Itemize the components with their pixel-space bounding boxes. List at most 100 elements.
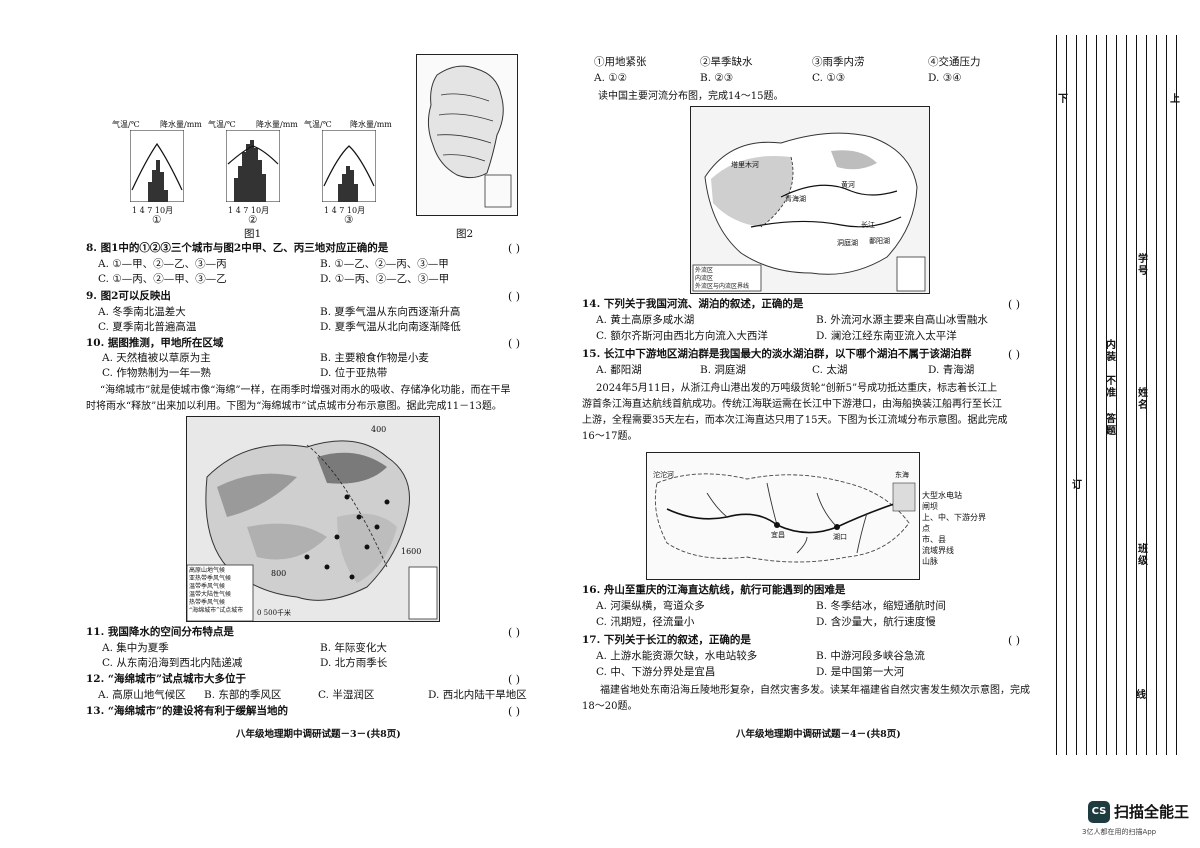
- q8-option-a[interactable]: A. ①—甲、②—乙、③—丙: [98, 258, 227, 270]
- sidebar-char: 级: [1138, 556, 1148, 567]
- sidebar-char: 班: [1138, 544, 1148, 555]
- climate-chart-3: 气温/℃ 降水量/mm 1 4 7 10月 ③: [304, 118, 392, 228]
- month-labels: 1 4 7 10月: [324, 206, 366, 215]
- q8-option-d[interactable]: D. ①—丙、②—乙、③—甲: [320, 273, 450, 285]
- answer-paren-17[interactable]: ( ): [1008, 634, 1021, 647]
- q11-option-b[interactable]: B. 年际变化大: [320, 642, 387, 654]
- q12-option-d[interactable]: D. 西北内陆干旱地区: [428, 689, 527, 701]
- q14-option-b[interactable]: B. 外流河水源主要来自高山冰雪融水: [816, 314, 988, 326]
- intro-fujian-line-2: 18～20题。: [582, 701, 638, 712]
- legend-item: 亚热带季风气候: [189, 575, 232, 582]
- sidebar-char: 订: [1072, 480, 1082, 491]
- qinghai-label: 青海湖: [785, 195, 806, 203]
- q17-option-b[interactable]: B. 中游河段多峡谷急流: [816, 650, 925, 662]
- q14-option-a[interactable]: A. 黄土高原多咸水湖: [596, 314, 695, 326]
- answer-paren-14[interactable]: ( ): [1008, 298, 1021, 311]
- answer-paren-11[interactable]: ( ): [508, 626, 521, 639]
- binding-line: [1066, 35, 1067, 755]
- answer-paren-10[interactable]: ( ): [508, 337, 521, 350]
- temp-axis-label: 气温/℃: [208, 120, 236, 129]
- legend-item: “海绵城市”试点城市: [189, 607, 244, 614]
- legend-item: 市、县: [922, 535, 946, 544]
- legend-item: 温带大陆性气候: [189, 591, 232, 598]
- intro-yangtze-line-2: 游首条江海直达航线首航成功。传统江海联运需在长江中下游港口，由海船换装江船再行至…: [582, 399, 1002, 410]
- answer-paren-9[interactable]: ( ): [508, 290, 521, 303]
- q17-option-a[interactable]: A. 上游水能资源欠缺，水电站较多: [596, 650, 758, 662]
- q14-option-d[interactable]: D. 澜沧江经东南亚流入太平洋: [816, 330, 957, 342]
- question-16-stem: 16. 舟山至重庆的江海直达航线，航行可能遇到的困难是: [582, 584, 846, 596]
- page-footer-right: 八年级地理期中调研试题－4－(共8页): [736, 729, 901, 740]
- answer-paren-13[interactable]: ( ): [508, 705, 521, 718]
- sidebar-char: 上: [1170, 94, 1180, 105]
- q12-option-b[interactable]: B. 东部的季风区: [204, 689, 282, 701]
- q9-option-d[interactable]: D. 夏季气温从北向南逐渐降低: [320, 321, 461, 333]
- china-rivers-map: 塔里木河 黄河 长江 青海湖 洞庭湖 鄱阳湖 外流区 内流区 外流区与内流区界线: [690, 106, 930, 294]
- question-9-stem: 9. 图2可以反映出: [86, 290, 171, 302]
- chart-caption: ①: [152, 214, 162, 226]
- q13-option-4[interactable]: ④交通压力: [928, 56, 981, 68]
- q13-choice-a[interactable]: A. ①②: [594, 72, 628, 84]
- sidebar-char: 内: [1106, 340, 1116, 351]
- binding-line: [1166, 35, 1167, 755]
- answer-paren-8[interactable]: ( ): [508, 242, 521, 255]
- q14-option-c[interactable]: C. 额尔齐斯河由西北方向流入大西洋: [596, 330, 768, 342]
- answer-paren-15[interactable]: ( ): [1008, 348, 1021, 361]
- q11-option-c[interactable]: C. 从东南沿海到西北内陆递减: [102, 657, 243, 669]
- q13-choice-c[interactable]: C. ①③: [812, 72, 846, 84]
- q10-option-a[interactable]: A. 天然植被以草原为主: [102, 352, 211, 364]
- legend-item: 闸坝: [922, 502, 938, 511]
- q12-option-c[interactable]: C. 半湿润区: [318, 689, 375, 701]
- q8-option-c[interactable]: C. ①—丙、②—甲、③—乙: [98, 273, 227, 285]
- question-17-stem: 17. 下列关于长江的叙述，正确的是: [582, 634, 751, 646]
- sidebar-char: 装: [1106, 352, 1116, 363]
- q16-option-c[interactable]: C. 汛期短，径流量小: [596, 616, 695, 628]
- q8-option-b[interactable]: B. ①—乙、②—丙、③—甲: [320, 258, 449, 270]
- q13-option-1[interactable]: ①用地紧张: [594, 56, 647, 68]
- climate-chart-2: 气温/℃ 降水量/mm 1 4 7 10月 ②: [208, 118, 300, 228]
- sidebar-char: 准: [1106, 388, 1116, 399]
- legend-item: 外流区与内流区界线: [695, 283, 750, 290]
- intro-fujian-line-1: 福建省地处东南沿海丘陵地形复杂，自然灾害多发。读某年福建省自然灾害发生频次示意图…: [600, 685, 1030, 696]
- q10-option-c[interactable]: C. 作物熟制为一年一熟: [102, 367, 211, 379]
- binding-line: [1106, 35, 1107, 755]
- q16-option-b[interactable]: B. 冬季结冰，缩短通航时间: [816, 600, 946, 612]
- q15-option-b[interactable]: B. 洞庭湖: [700, 364, 746, 376]
- q13-choice-d[interactable]: D. ③④: [928, 72, 962, 84]
- q13-option-2[interactable]: ②旱季缺水: [700, 56, 753, 68]
- q10-option-b[interactable]: B. 主要粮食作物是小麦: [320, 352, 429, 364]
- q13-option-3[interactable]: ③雨季内涝: [812, 56, 865, 68]
- q13-choice-b[interactable]: B. ②③: [700, 72, 734, 84]
- q16-option-a[interactable]: A. 河渠纵横，弯道众多: [596, 600, 705, 612]
- q11-option-d[interactable]: D. 北方雨季长: [320, 657, 388, 669]
- map-legend: 高原山地气候 亚热带季风气候 温带季风气候 温带大陆性气候 热带季风气候 “海绵…: [189, 567, 253, 615]
- q12-option-a[interactable]: A. 高原山地气候区: [98, 689, 186, 701]
- q11-option-a[interactable]: A. 集中为夏季: [102, 642, 169, 654]
- binding-line: [1146, 35, 1147, 755]
- hukou-label: 湖口: [833, 533, 847, 541]
- q16-option-d[interactable]: D. 含沙量大，航行速度慢: [816, 616, 936, 628]
- q10-option-d[interactable]: D. 位于亚热带: [320, 367, 388, 379]
- huanghe-label: 黄河: [841, 181, 855, 189]
- q9-option-b[interactable]: B. 夏季气温从东向西逐渐升高: [320, 306, 461, 318]
- month-labels: 1 4 7 10月: [228, 206, 270, 215]
- q9-option-a[interactable]: A. 冬季南北温差大: [98, 306, 186, 318]
- binding-line: [1156, 35, 1157, 755]
- binding-line: [1096, 35, 1097, 755]
- scale-bar-label: 0 500千米: [257, 609, 292, 617]
- chart-caption: ③: [344, 214, 354, 226]
- answer-paren-12[interactable]: ( ): [508, 673, 521, 686]
- q15-option-c[interactable]: C. 太湖: [812, 364, 848, 376]
- sidebar-char: 学: [1138, 254, 1148, 265]
- q15-option-a[interactable]: A. 鄱阳湖: [596, 364, 642, 376]
- q17-option-c[interactable]: C. 中、下游分界处是宜昌: [596, 666, 716, 678]
- scanner-app-logo: CS: [1088, 801, 1110, 823]
- q17-option-d[interactable]: D. 是中国第一大河: [816, 666, 905, 678]
- legend-item: 流域界线: [922, 546, 954, 555]
- sidebar-char: 姓: [1138, 388, 1148, 399]
- intro-yangtze-line-4: 16～17题。: [582, 431, 638, 442]
- q9-option-c[interactable]: C. 夏季南北普遍高温: [98, 321, 197, 333]
- isohyet-800-label: 800: [271, 569, 287, 578]
- figure-1-climate-charts: 气温/℃ 降水量/mm 1 4 7 10月 ① 气温/℃ 降水量/mm 1 4 …: [112, 118, 392, 240]
- q15-option-d[interactable]: D. 青海湖: [928, 364, 975, 376]
- figure-2-title: 图2: [456, 228, 474, 240]
